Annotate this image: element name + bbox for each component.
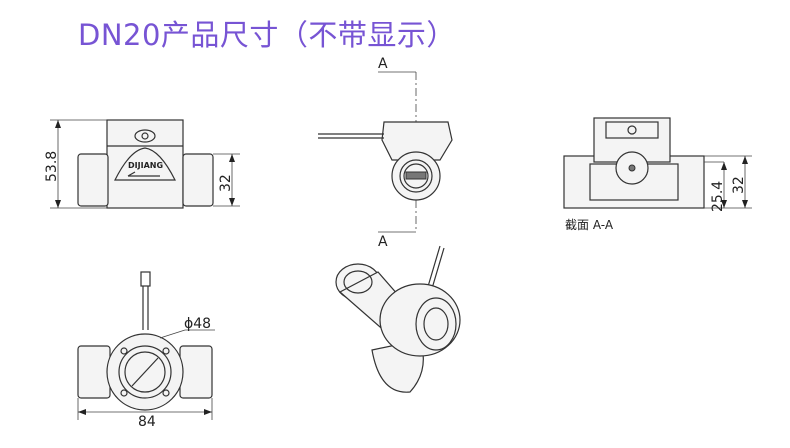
page-title: DN20产品尺寸（不带显示） [78, 18, 456, 52]
diameter-dim-label: ϕ48 [184, 316, 211, 332]
top-view: ϕ48 84 [77, 271, 215, 430]
inner-dim-label: 25.4 [710, 181, 726, 212]
length-dim-label: 84 [138, 414, 156, 430]
isometric-view [335, 245, 461, 393]
section-mark-top: A [378, 56, 388, 72]
side-view: A A [318, 56, 453, 250]
logo-text: DIJIANG [128, 161, 163, 170]
section-mark-bottom: A [378, 234, 388, 250]
section-view: 25.4 32 截面 A-A [563, 117, 752, 232]
front-view: DIJIANG 53.8 32 [44, 119, 240, 209]
height-dim-label: 53.8 [44, 151, 60, 182]
pipe-dim-label: 32 [218, 174, 234, 192]
section-caption: 截面 A-A [565, 218, 614, 232]
outer-dim-label: 32 [731, 176, 747, 194]
